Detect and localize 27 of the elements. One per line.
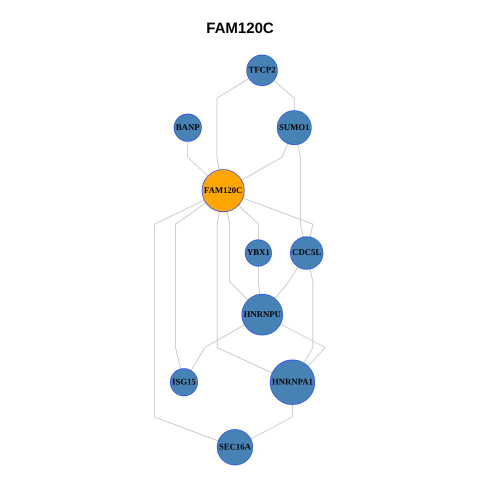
connector bbox=[187, 141, 208, 176]
connector bbox=[154, 200, 219, 442]
node-circle: HNRNPU bbox=[242, 294, 284, 336]
node-circle: ISG15 bbox=[170, 368, 198, 396]
node-circle: SEC16A bbox=[216, 429, 254, 466]
connector bbox=[258, 266, 260, 295]
node-circle: CDC5L bbox=[290, 236, 324, 270]
node-circle: SUMO1 bbox=[276, 110, 312, 146]
connector bbox=[242, 198, 314, 238]
connector bbox=[175, 202, 206, 370]
connector bbox=[274, 266, 298, 299]
connector bbox=[297, 144, 304, 238]
node-circle: BANP bbox=[174, 114, 202, 142]
connector bbox=[241, 143, 288, 181]
node-circle: FAM120C bbox=[202, 169, 245, 212]
connector bbox=[238, 204, 259, 240]
connector bbox=[280, 324, 326, 366]
connector bbox=[216, 78, 250, 170]
node-circle: YBX1 bbox=[244, 239, 272, 267]
connector bbox=[190, 324, 245, 371]
diagram-title: FAM120C bbox=[206, 20, 274, 37]
connector bbox=[226, 211, 248, 300]
connector bbox=[250, 404, 293, 440]
connector bbox=[303, 268, 314, 364]
node-circle: TFCP2 bbox=[246, 54, 278, 86]
node-circle: HNRNPA1 bbox=[270, 360, 316, 405]
connector bbox=[273, 80, 295, 111]
